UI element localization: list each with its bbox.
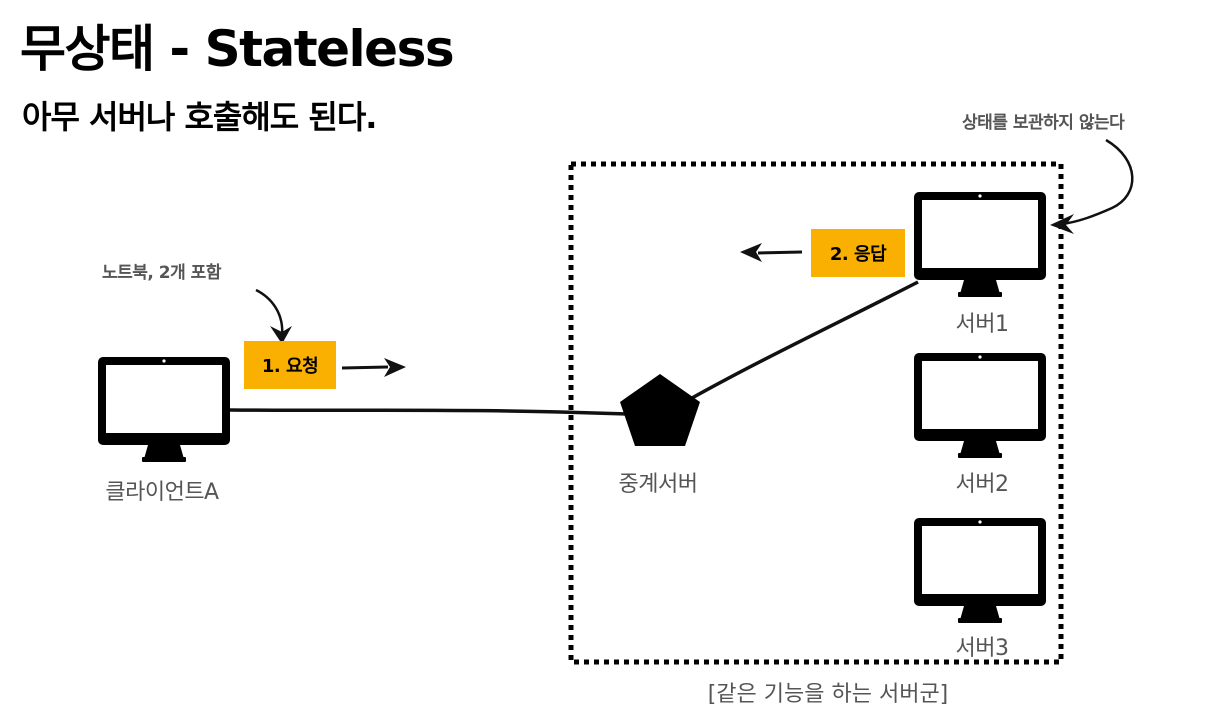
proxy-server1-line	[691, 280, 919, 400]
server-group-label: [같은 기능을 하는 서버군]	[707, 682, 949, 707]
server2-label: 서버2	[955, 472, 1009, 497]
stateless-note-arrow-icon	[1050, 138, 1134, 234]
server1-label: 서버1	[955, 312, 1009, 337]
response-arrow-icon	[740, 243, 803, 262]
request-badge: 1. 요청	[244, 341, 336, 389]
laptop-note: 노트북, 2개 포함	[102, 263, 221, 283]
page-subtitle: 아무 서버나 호출해도 된다.	[22, 98, 377, 136]
client-proxy-line	[229, 408, 629, 416]
server1-monitor-icon	[914, 192, 1046, 297]
response-badge: 2. 응답	[811, 229, 905, 277]
proxy-label: 중계서버	[618, 472, 698, 497]
server3-label: 서버3	[955, 636, 1009, 661]
client-monitor-icon	[98, 357, 230, 462]
stateless-note: 상태를 보관하지 않는다	[962, 113, 1125, 133]
request-arrow-icon	[341, 358, 406, 377]
server-group-boundary	[568, 161, 1064, 665]
page-title: 무상태 - Stateless	[20, 20, 455, 78]
laptop-note-arrow-icon	[255, 288, 292, 344]
server2-monitor-icon	[914, 353, 1046, 458]
client-label: 클라이언트A	[105, 480, 219, 505]
server3-monitor-icon	[914, 518, 1046, 623]
proxy-pentagon-icon	[620, 374, 700, 446]
